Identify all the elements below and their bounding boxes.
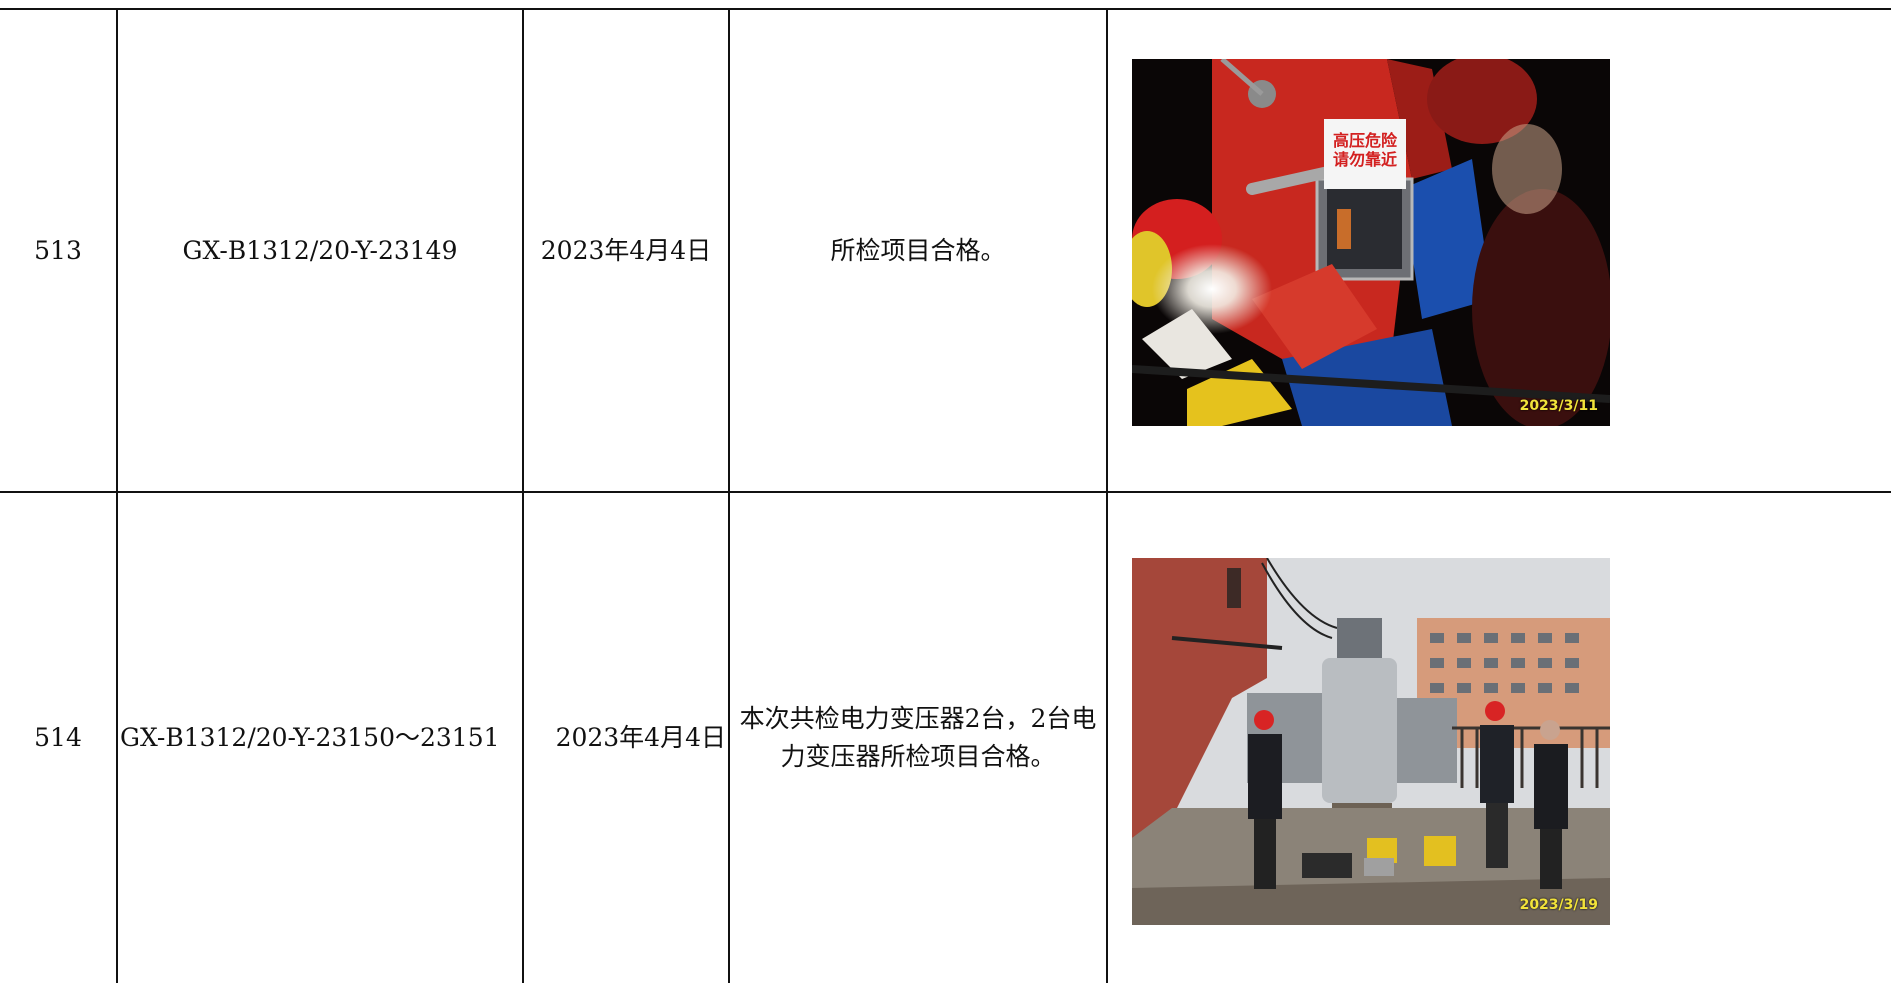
photo-date-stamp: 2023/3/19 — [1519, 897, 1598, 913]
table-row: 514 GX-B1312/20-Y-23150～23151 2023年4月4日 … — [0, 491, 1891, 983]
site-photo-transformer: 2023/3/19 — [1132, 558, 1610, 925]
inspection-date: 2023年4月4日 — [522, 8, 730, 493]
inspection-result: 所检项目合格。 — [728, 8, 1108, 493]
row-number: 514 — [0, 491, 118, 983]
warning-sign: 高压危险 请勿靠近 — [1324, 131, 1406, 169]
table-row: 513 GX-B1312/20-Y-23149 2023年4月4日 所检项目合格… — [0, 8, 1891, 493]
warning-sign-line-2: 请勿靠近 — [1332, 150, 1397, 169]
row-number: 513 — [0, 8, 118, 493]
photo-cell: 2023/3/19 — [1106, 491, 1891, 983]
transformer-photo-image — [1132, 558, 1610, 925]
site-photo-switchgear: 高压危险 请勿靠近 2023/3/11 — [1132, 59, 1610, 426]
report-code: GX-B1312/20-Y-23150～23151 — [116, 491, 524, 983]
photo-cell: 高压危险 请勿靠近 2023/3/11 — [1106, 8, 1891, 493]
report-code: GX-B1312/20-Y-23149 — [116, 8, 524, 493]
switchgear-photo-image — [1132, 59, 1610, 426]
inspection-result: 本次共检电力变压器2台，2台电力变压器所检项目合格。 — [728, 491, 1108, 983]
inspection-record-table: 513 GX-B1312/20-Y-23149 2023年4月4日 所检项目合格… — [0, 8, 1891, 983]
warning-sign-line-1: 高压危险 — [1332, 131, 1397, 150]
inspection-date: 2023年4月4日 — [522, 491, 730, 983]
photo-date-stamp: 2023/3/11 — [1519, 398, 1598, 414]
